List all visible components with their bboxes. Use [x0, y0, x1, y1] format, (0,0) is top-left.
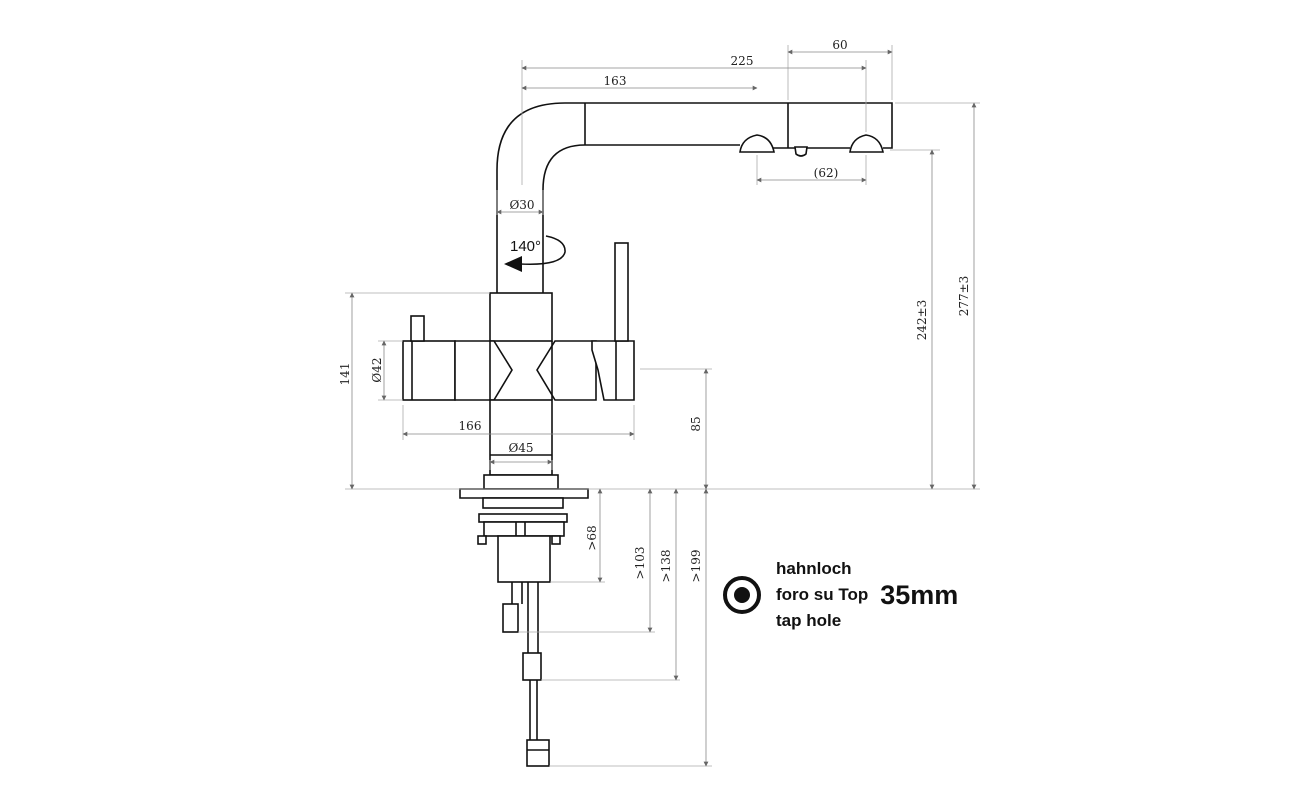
dim-85: 85 [689, 416, 703, 431]
dim-277: 277±3 [957, 276, 971, 317]
dim-diameter-42: Ø42 [370, 357, 384, 382]
legend-line-german: hahnloch [776, 559, 852, 578]
dim-62: (62) [814, 166, 839, 180]
legend-line-english: tap hole [776, 611, 842, 630]
dim-166: 166 [459, 419, 482, 433]
dim-141: 141 [338, 363, 352, 386]
dim-242: 242±3 [915, 300, 929, 341]
dim-225: 225 [731, 54, 754, 68]
dim-163: 163 [604, 74, 627, 88]
rotation-arrow-icon [504, 235, 566, 272]
legend-text: hahnloch foro su Top tap hole [776, 556, 868, 634]
tap-hole-legend: hahnloch foro su Top tap hole 35mm [722, 556, 958, 634]
dim-199: >199 [689, 550, 703, 583]
dim-diameter-30: Ø30 [509, 198, 534, 212]
dim-68: >68 [585, 525, 599, 550]
extension-lines [345, 45, 980, 767]
dim-103: >103 [633, 547, 647, 580]
dim-138: >138 [659, 550, 673, 583]
dim-diameter-45: Ø45 [508, 441, 533, 455]
rotation-angle: 140° [510, 238, 541, 255]
legend-line-italian: foro su Top [776, 585, 869, 604]
dim-60: 60 [832, 38, 847, 52]
target-icon [723, 576, 761, 614]
faucet-outline [402, 102, 893, 767]
dimension-lines [349, 49, 977, 767]
tap-hole-size: 35mm [880, 579, 959, 610]
